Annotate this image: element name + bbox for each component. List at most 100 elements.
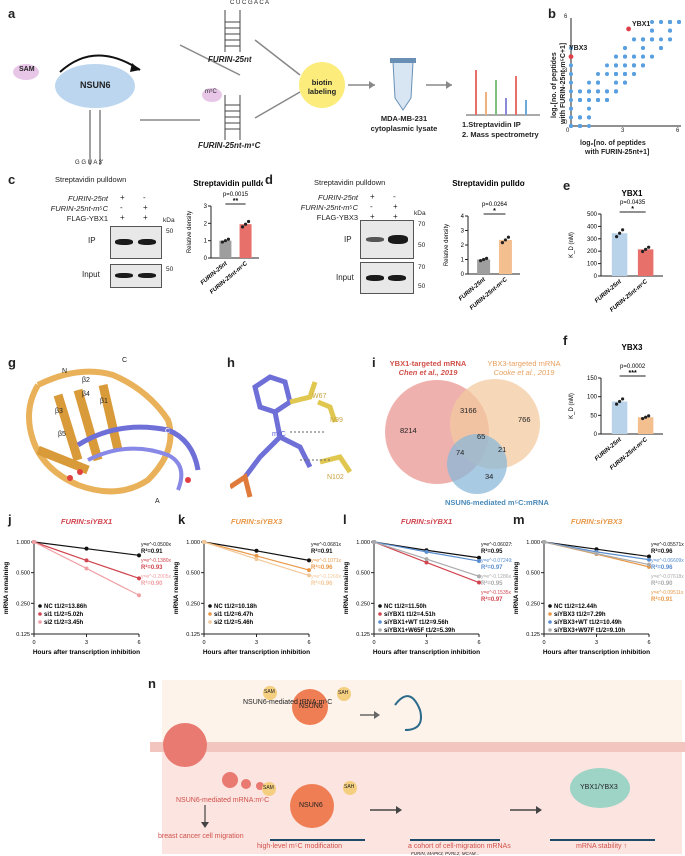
n-sam-bottom: SAM [263,785,274,791]
i-set2-l1: YBX3-targeted mRNA [487,359,561,368]
legend-text: si1 t1/2=6.47h [214,612,254,618]
scatter-point [569,63,573,68]
scatter-point [632,72,636,76]
panel-a-label: a [8,6,16,21]
y-tick-label: 200 [587,249,598,255]
p-value: p=0.0435 [620,200,646,206]
d-sign: - [393,192,396,201]
scatter-point [569,72,573,76]
bar [637,249,654,276]
y-tick-label: 400 [587,224,598,230]
data-point [424,549,429,554]
r-squared: R²=0.90 [141,580,163,587]
bar [477,259,491,274]
data-point [32,540,36,544]
panel-g-structure [26,368,201,495]
x-tick-label: 6 [477,640,480,646]
data-point [621,397,625,401]
panel-g-label: g [8,355,16,370]
y-tick-label: 0.500 [526,571,540,577]
y-tick-label: 0.500 [356,571,370,577]
tube [392,61,414,111]
panel-n-model [150,680,685,854]
y-tick-label: 0 [204,256,208,262]
g-annot: U [125,452,131,459]
hairpin-top-seq: C U C G A C A [230,0,270,6]
y-tick-label: 1.000 [186,540,200,546]
scatter-point [587,115,591,120]
c-row-1: FURIN-25nt [67,194,108,203]
scatter-point [605,98,609,102]
nsun6-blob [55,64,135,108]
n-enzyme-top [292,689,328,725]
data-point [477,580,481,585]
r-squared: R²=0.95 [481,548,503,555]
ybx1-point [626,26,631,32]
scatter-point [569,106,573,111]
scatter-point [569,89,573,94]
data-point [246,219,251,224]
y-tick-label: 0.250 [186,601,200,607]
hairpin-left [89,110,101,165]
g-annot: β5 [58,431,66,438]
data-point [307,568,311,573]
y-label: K_D (nM) [569,232,575,258]
x-tick-label: 0 [372,640,375,646]
data-point [254,548,259,553]
y-tick-label: 150 [587,376,598,382]
d-sign: + [370,192,375,201]
biotin-circle [299,62,345,108]
data-point [503,238,508,242]
i-count: 34 [485,472,494,481]
data-point [477,559,481,564]
r-squared: R²=0.95 [481,580,503,587]
c-sign: + [143,213,148,222]
legend-marker [548,604,552,608]
y-tick-label: 100 [587,395,598,401]
sig-stars: * [631,206,634,213]
legend-marker [38,620,42,624]
y-tick-label: 0.125 [526,632,540,638]
panel-h-structure [230,374,353,498]
hairpin-top [224,10,241,52]
c-row-2: FURIN-25nt-m⁵C [50,204,108,213]
data-point [424,560,429,565]
i-count: 65 [477,432,486,441]
x-tick-label: 3 [255,640,258,646]
panel-l-label: l [343,512,347,527]
y-label: mRNA remaining [3,562,10,615]
legend-marker [208,604,212,608]
g-annot: β4 [82,391,90,398]
panel-e-label: e [563,178,571,193]
g-annot: β2 [82,377,90,384]
scatter-point [596,72,600,76]
n-caption1: high-level m⁵C modification [257,843,342,850]
d-sign: + [393,212,398,221]
g-annot: C [165,428,171,435]
equation: y=e^-0.1286x [481,574,512,580]
b-ytick-6: 6 [564,14,568,20]
scatter-point [614,80,618,85]
d-kda: kDa [414,210,426,217]
y-tick-label: 0.500 [16,571,30,577]
legend-marker [208,612,212,616]
y-label: Relative density [187,211,193,253]
x-tick-label: FURIN-25nt-m⁵C [469,277,509,312]
d-mw: 70 [418,221,426,228]
equation: y=e^-0.2005x [141,574,172,580]
data-point [647,245,651,249]
data-point [477,555,481,560]
data-point [500,241,505,245]
d-row-3: FLAG-YBX3 [316,213,358,222]
n-enzyme-bottom-text: NSUN6 [299,802,323,809]
y-tick-label: 0 [461,272,465,278]
i-count: 21 [498,445,507,454]
data-point [84,558,89,563]
data-point [84,566,89,571]
y-label: mRNA remaining [173,562,180,615]
chart-title: FURIN:siYBX1 [401,517,452,526]
data-point [226,237,230,241]
data-point [424,557,429,562]
legend-text: siYBX3+W97F t1/2=9.10h [554,628,625,634]
